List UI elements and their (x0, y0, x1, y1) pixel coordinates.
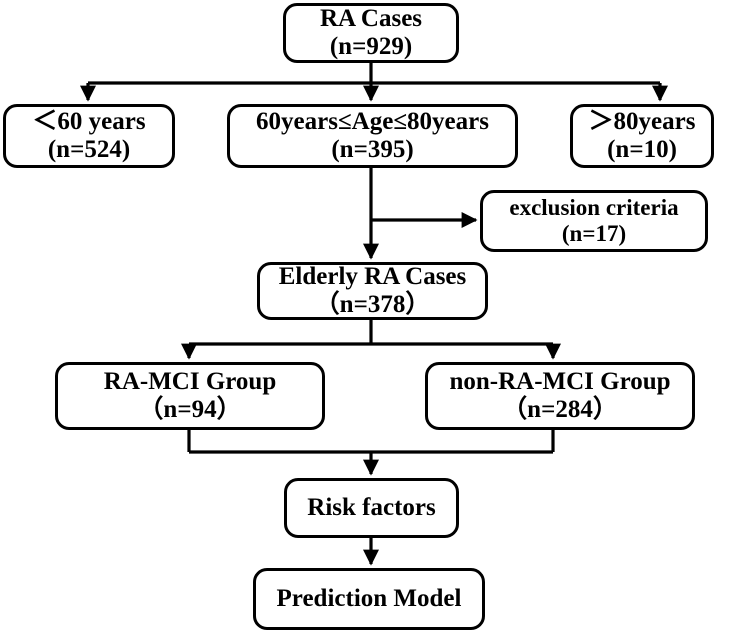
node-age-over-80-count: (n=10) (607, 136, 677, 163)
node-prediction-model-title: Prediction Model (276, 585, 462, 612)
node-prediction-model: Prediction Model (253, 568, 485, 630)
node-elderly-ra-cases-count: （n=378） (314, 291, 431, 318)
node-ra-mci-group-title: RA-MCI Group (103, 368, 277, 395)
node-ra-cases-title: RA Cases (319, 5, 423, 32)
node-ra-cases: RA Cases (n=929) (283, 3, 459, 63)
node-non-ra-mci-group-title: non-RA-MCI Group (449, 368, 671, 395)
node-age-60-to-80-title: 60years≤Age≤80years (256, 108, 489, 135)
node-ra-mci-group: RA-MCI Group （n=94） (55, 362, 325, 430)
node-exclusion-criteria-count: (n=17) (561, 221, 627, 246)
node-age-under-60-title: ＜60 years (32, 108, 146, 135)
node-risk-factors: Risk factors (284, 478, 459, 538)
node-exclusion-criteria-title: exclusion criteria (509, 195, 679, 221)
node-non-ra-mci-group-count: （n=284） (502, 396, 618, 423)
node-age-under-60-count: (n=524) (47, 136, 131, 163)
node-elderly-ra-cases: Elderly RA Cases （n=378） (257, 262, 488, 320)
node-age-under-60: ＜60 years (n=524) (3, 104, 175, 168)
node-risk-factors-title: Risk factors (307, 494, 436, 521)
node-ra-mci-group-count: （n=94） (138, 396, 242, 423)
node-age-60-to-80-count: (n=395) (331, 136, 414, 163)
node-exclusion-criteria: exclusion criteria (n=17) (480, 190, 708, 252)
node-age-60-to-80: 60years≤Age≤80years (n=395) (227, 104, 518, 168)
node-ra-cases-count: (n=929) (329, 33, 413, 60)
node-non-ra-mci-group: non-RA-MCI Group （n=284） (425, 362, 695, 430)
node-age-over-80: ＞80years (n=10) (570, 104, 714, 168)
node-elderly-ra-cases-title: Elderly RA Cases (278, 263, 467, 290)
node-age-over-80-title: ＞80years (588, 108, 696, 135)
